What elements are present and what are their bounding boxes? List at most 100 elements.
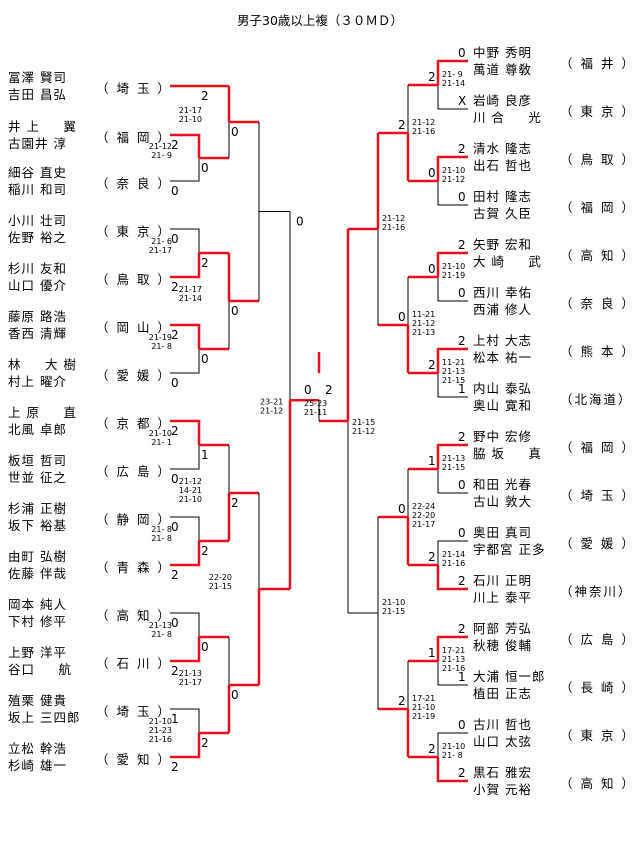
- match-score: 2: [171, 760, 179, 774]
- match-score: 2: [171, 328, 179, 342]
- match-score: 2: [458, 238, 466, 252]
- bracket-line: [170, 253, 201, 279]
- bracket-line: [436, 565, 468, 591]
- prefecture-label: （ 埼 玉 ）: [96, 704, 172, 719]
- l-team-14: 殖栗 健貴坂上 三四郎: [8, 692, 80, 726]
- player-name: 杉川 友和: [8, 261, 67, 276]
- match-score: 1: [201, 448, 209, 462]
- set-score: 21- 8: [151, 525, 172, 534]
- player-name: 大浦 恒一郎: [473, 669, 546, 684]
- player-name: 立松 幹浩: [8, 741, 67, 756]
- set-score: 25-23: [304, 399, 327, 408]
- set-score: 21-16: [412, 127, 435, 136]
- player-name: 古川 哲也: [473, 717, 532, 732]
- match-score: 0: [201, 640, 209, 654]
- set-score: 21- 8: [151, 342, 172, 351]
- player-name: 佐野 裕之: [8, 230, 67, 245]
- prefecture-label: （ 青 森 ）: [96, 560, 172, 575]
- set-score: 21-15: [382, 607, 405, 616]
- set-score: 21-12: [179, 477, 202, 486]
- match-score: 2: [458, 430, 466, 444]
- r-team-3: 清水 隆志出石 哲也: [473, 140, 532, 174]
- player-name: 脇 坂 真: [473, 446, 542, 461]
- prefecture-label: （ 鳥 取 ）: [96, 272, 172, 287]
- set-score: 21-17: [179, 285, 202, 294]
- l-team-15: 立松 幹浩杉崎 雄一: [8, 740, 67, 774]
- match-score: 1: [428, 646, 436, 660]
- set-score: 21-13: [149, 621, 172, 630]
- player-name: 坂下 裕基: [8, 518, 67, 533]
- player-name: 西川 幸佑: [473, 285, 532, 300]
- set-score: 21-10: [149, 717, 172, 726]
- set-score: 21-17: [179, 678, 202, 687]
- match-score: 0: [201, 161, 209, 175]
- player-name: 古賀 久臣: [473, 206, 532, 221]
- player-name: 由町 弘樹: [8, 549, 67, 564]
- player-name: 冨澤 賢司: [8, 70, 67, 85]
- player-name: 阿部 芳弘: [473, 621, 532, 636]
- set-score: 21-10: [442, 166, 465, 175]
- prefecture-label: （ 福 岡 ）: [560, 200, 636, 215]
- r-team-5: 矢野 宏和大 崎 武: [473, 236, 542, 270]
- player-name: 上野 洋平: [8, 645, 67, 660]
- prefecture-label: （ 東 京 ）: [96, 224, 172, 239]
- bracket-line: [437, 732, 468, 757]
- player-name: 坂上 三四郎: [8, 710, 81, 725]
- player-name: 川上 泰平: [473, 590, 532, 605]
- set-score: 21-13: [442, 454, 465, 463]
- match-score: 0: [458, 286, 466, 300]
- player-name: 和田 光春: [473, 477, 532, 492]
- set-score: 22-24: [412, 502, 435, 511]
- match-score: 2: [171, 138, 179, 152]
- set-score: 21-14: [442, 79, 465, 88]
- player-name: 内山 泰弘: [473, 381, 532, 396]
- match-score: 2: [458, 622, 466, 636]
- bracket-line: [436, 59, 468, 85]
- prefecture-label: （ 愛 媛 ）: [96, 368, 172, 383]
- prefecture-label: （ 高 知 ）: [560, 776, 636, 791]
- set-score: 21-13: [412, 328, 435, 337]
- player-name: 殖栗 健貴: [8, 693, 67, 708]
- bracket-line: [170, 612, 200, 637]
- match-score: 2: [201, 256, 209, 270]
- match-score: 0: [458, 526, 466, 540]
- set-score: 21-12: [260, 406, 283, 415]
- match-score: 2: [428, 70, 436, 84]
- l-team-10: 杉浦 正樹坂下 裕基: [8, 500, 67, 534]
- prefecture-label: （ 熊 本 ）: [560, 344, 636, 359]
- player-name: 石川 正明: [473, 573, 532, 588]
- set-score: 21-14: [442, 550, 465, 559]
- player-name: 奥田 真司: [473, 525, 532, 540]
- player-name: 山口 優介: [8, 278, 67, 293]
- set-score: 21-14: [179, 294, 202, 303]
- player-name: 佐藤 伴哉: [8, 566, 67, 581]
- set-score: 21-13: [442, 367, 465, 376]
- set-score: 23-21: [260, 397, 283, 406]
- bracket-line: [170, 733, 201, 759]
- bracket-line: [437, 661, 468, 686]
- l-team-8: 上 原 直北風 卓郎: [8, 404, 77, 438]
- match-score: 1: [171, 712, 179, 726]
- match-score: 0: [428, 262, 436, 276]
- set-score: 21-19: [149, 333, 172, 342]
- set-score: 21-16: [442, 664, 465, 673]
- player-name: 大 崎 武: [473, 254, 542, 269]
- match-score: 2: [458, 142, 466, 156]
- prefecture-label: （ 福 井 ）: [560, 56, 636, 71]
- set-score: 21- 1: [151, 438, 172, 447]
- l-team-9: 板垣 哲司世並 征之: [8, 452, 67, 486]
- bracket-line: [170, 445, 200, 470]
- player-name: 矢野 宏和: [473, 237, 532, 252]
- match-score: 0: [171, 376, 179, 390]
- set-score: 21-19: [412, 712, 435, 721]
- bracket-line: [436, 347, 468, 373]
- set-score: 21-12: [412, 118, 435, 127]
- set-score: 21-15: [352, 418, 375, 427]
- player-name: 井 上 翼: [8, 119, 77, 134]
- bracket-line: [436, 635, 468, 661]
- match-score: 0: [458, 478, 466, 492]
- set-score: 21- 6: [151, 237, 172, 246]
- player-name: 杉崎 雄一: [8, 758, 67, 773]
